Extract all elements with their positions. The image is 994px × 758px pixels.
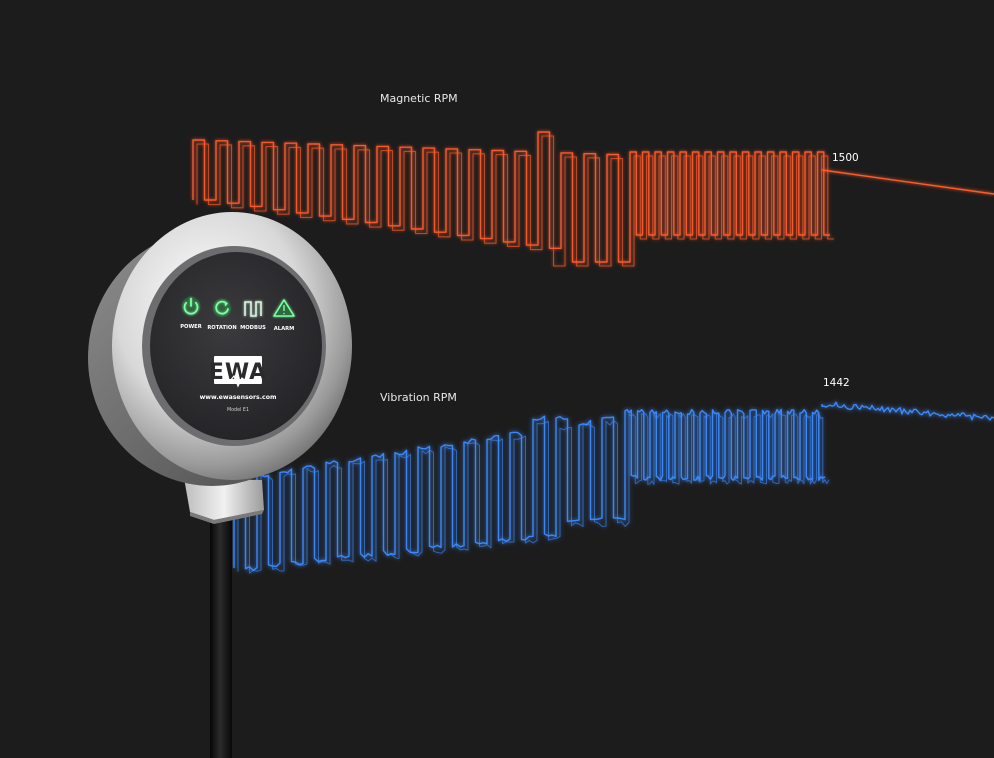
vibration-rpm-value: 1442 xyxy=(823,377,850,389)
magnetic-rpm-value: 1500 xyxy=(832,152,859,164)
magnetic-rpm-waveform xyxy=(192,131,994,267)
vibration-rpm-steady-line xyxy=(821,401,994,422)
magnetic-rpm-label: Magnetic RPM xyxy=(380,92,458,105)
vibration-rpm-label: Vibration RPM xyxy=(380,391,457,404)
waveform-trace xyxy=(233,408,826,571)
vibration-rpm-waveform xyxy=(233,401,994,574)
waveform-trace xyxy=(237,413,830,574)
magnetic-rpm-steady-line xyxy=(821,169,994,195)
